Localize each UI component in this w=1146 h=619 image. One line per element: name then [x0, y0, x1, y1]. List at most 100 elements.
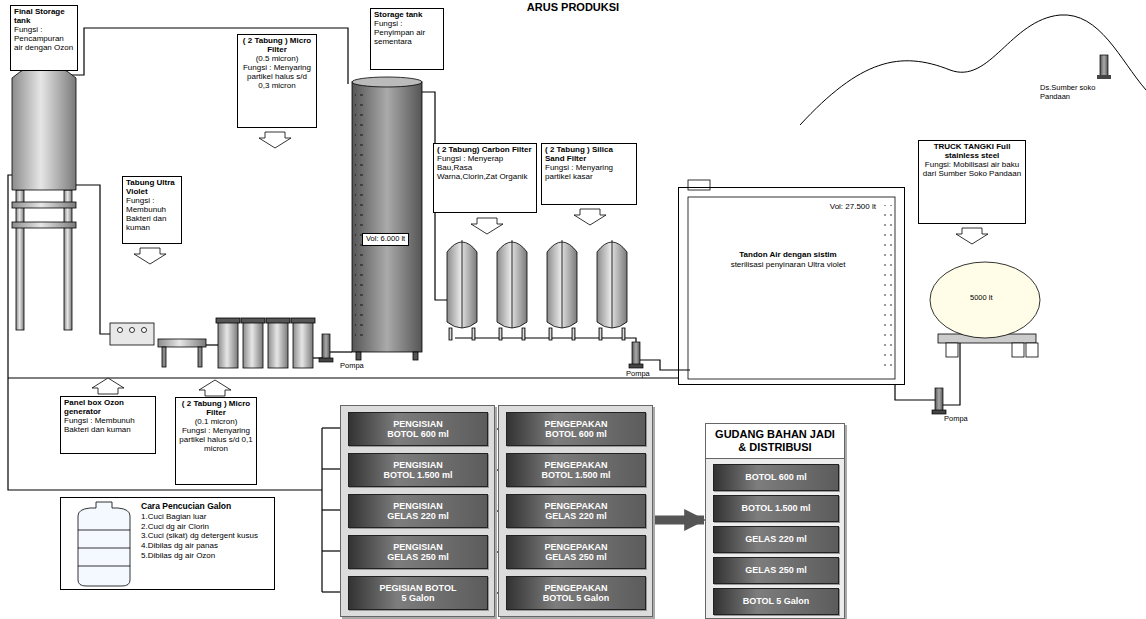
callout-box: ( 2 Tabung ) Silica Sand FilterFungsi : …: [541, 143, 637, 205]
diagram-title: ARUS PRODUKSI: [0, 1, 1146, 13]
callout-box: TRUCK TANGKI Full stainless steelFungsi:…: [918, 140, 1026, 224]
box-text: Fungsi : Menyaring partikel halus s/d 0,…: [241, 64, 313, 91]
pipe: [640, 360, 690, 370]
callout-arrow: [259, 132, 291, 148]
pump-symbol: [1100, 55, 1108, 77]
micro-filter: [241, 318, 265, 323]
filter-vessel: [499, 328, 502, 340]
micro-filter: [268, 322, 288, 368]
box-heading: Final Storage tank: [14, 8, 74, 26]
micro-filter: [216, 318, 315, 368]
ozone-panel-uv-tube: [198, 347, 202, 367]
box-heading: PENGISIAN BOTOL 1.500 ml: [377, 460, 459, 481]
storage-tank: [352, 82, 422, 352]
box-heading: Storage tank: [374, 11, 440, 20]
micro-filter: [216, 318, 240, 323]
callout-arrow: [134, 248, 166, 264]
box-heading: BOTOL 600 ml: [745, 472, 807, 482]
filter-vessel: [449, 328, 452, 340]
box-heading: ( 2 Tabung ) Silica Sand Filter: [545, 146, 633, 164]
callout-arrow: [471, 218, 503, 234]
water-reservoir: [688, 180, 710, 190]
callout-box: Storage tankFungsi : Penyimpan air semen…: [370, 8, 444, 70]
process-box: PENGEPAKAN GELAS 220 ml: [506, 494, 646, 528]
pipe: [8, 175, 322, 490]
box-text: Fungsi : Penyimpan air sementara: [374, 20, 440, 47]
tank-truck: [1026, 343, 1038, 357]
storage-tank: [355, 92, 363, 342]
pump-symbol: [319, 358, 333, 362]
mountain: [800, 15, 1146, 125]
ozone-panel-uv-tube: [162, 347, 166, 367]
flow-arrow: [653, 516, 704, 525]
process-box: PEGISIAN BOTOL 5 Galon: [348, 576, 488, 610]
warehouse-panel: GUDANG BAHAN JADI & DISTRIBUSI BOTOL 600 …: [705, 423, 845, 619]
storage-tank: [352, 77, 422, 360]
box-text: Tandon Air dengan sistim sterilisasi pen…: [723, 250, 853, 269]
ozone-panel-uv-tube: [118, 328, 123, 333]
tank-truck: [930, 262, 1040, 357]
pump-symbol: [322, 334, 330, 360]
place-label: Ds.Sumber soko Pandaan: [1040, 84, 1102, 101]
filter-vessel: [612, 240, 613, 328]
pump-symbol: [319, 334, 946, 414]
callout-arrow: [92, 378, 124, 394]
final-storage-tank: [12, 64, 76, 190]
water-tank: Vol: 27.500 ltTandon Air dengan sistim s…: [678, 187, 905, 385]
box-text: 5.Dibilas dg air Ozon: [141, 551, 270, 561]
callout-arrow: [199, 380, 231, 396]
box-heading: ( 2 Tabung ) Micro Filter: [241, 37, 313, 55]
pump-label: Pompa: [340, 362, 364, 371]
pipe: [8, 28, 960, 490]
filter-vessel: [599, 328, 602, 340]
water-reservoir: [688, 180, 895, 379]
product-box: BOTOL 600 ml: [713, 464, 839, 491]
final-storage-tank: [64, 190, 72, 330]
pump-symbol: [629, 364, 643, 368]
box-heading: ( 2 Tabung ) Micro Filter: [179, 400, 253, 418]
box-text: 1.Cuci Bagian luar: [141, 512, 270, 522]
filter-vessel: [622, 328, 625, 340]
process-box: PENGEPAKAN BOTOL 5 Galon: [506, 576, 646, 610]
box-text: Fungsi: Mobilisasi air baku dari Sumber …: [922, 161, 1022, 179]
pipe: [330, 351, 352, 352]
callout-arrow: [956, 228, 988, 244]
gallon-icon: [78, 566, 130, 567]
storage-tank: [413, 352, 418, 360]
pump-symbol: [1097, 55, 1111, 79]
micro-filter: [218, 322, 238, 368]
final-storage-tank: [12, 64, 76, 330]
gallon-icon: [78, 502, 130, 586]
box-text: 4.Dibilas dg air panas: [141, 541, 270, 551]
box-text: Fungsi : Menyerap Bau,Rasa Warna,Clorin,…: [437, 155, 533, 182]
process-box: PENGEPAKAN GELAS 250 ml: [506, 535, 646, 569]
pump-symbol: [935, 388, 943, 412]
box-heading: PENGISIAN GELAS 220 ml: [377, 501, 459, 522]
callout-box: ( 2 Tabung) Carbon FilterFungsi : Menyer…: [433, 143, 537, 213]
tank-truck: [1012, 343, 1024, 357]
callout-box: ( 2 Tabung ) Micro Filter(0.1 micron)Fun…: [175, 397, 257, 485]
callout-box: ( 2 Tabung ) Micro Filter(0.5 micron)Fun…: [237, 34, 317, 128]
callout-box: Final Storage tankFungsi : Pencampuran a…: [10, 5, 78, 71]
box-text: 3.Cuci (sikat) dg detergent kusus: [141, 531, 270, 541]
ozone-panel-uv-tube: [158, 339, 206, 347]
pump-symbol: [632, 342, 640, 366]
box-heading: GUDANG BAHAN JADI & DISTRIBUSI: [706, 424, 844, 459]
filter-vessel: [572, 328, 575, 340]
box-heading: ( 2 Tabung) Carbon Filter: [437, 146, 533, 155]
box-heading: PENGEPAKAN BOTOL 5 Galon: [535, 583, 617, 604]
box-heading: PENGISIAN BOTOL 600 ml: [377, 419, 459, 440]
callout-arrow: [92, 132, 988, 396]
final-storage-tank: [16, 190, 24, 330]
gallon-icon: [78, 548, 130, 549]
ozone-panel-uv-tube: [110, 323, 206, 367]
product-box: GELAS 250 ml: [713, 557, 839, 584]
pipe: [205, 344, 218, 345]
box-heading: BOTOL 1.500 ml: [741, 503, 810, 513]
process-box: PENGISIAN GELAS 220 ml: [348, 494, 488, 528]
box-heading: Panel box Ozon generator: [64, 399, 152, 417]
ozone-panel-uv-tube: [142, 328, 147, 333]
ozone-panel-uv-tube: [110, 323, 154, 345]
instruction-box: Cara Pencucian Galon1.Cuci Bagian luar2.…: [60, 497, 275, 590]
